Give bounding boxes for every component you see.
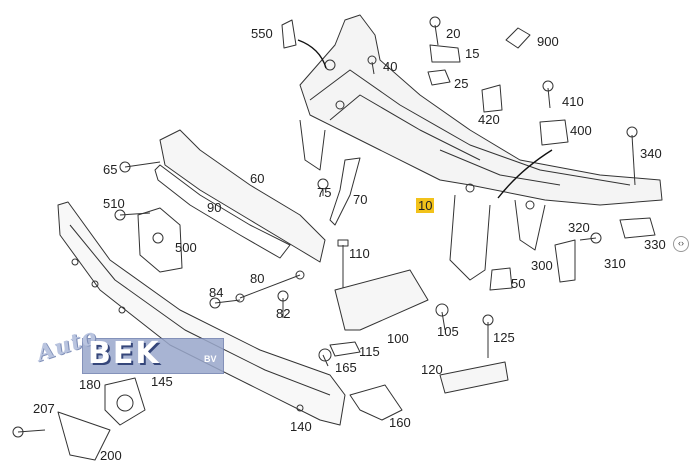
front-carrier-part: [299, 14, 663, 281]
part-label: 160: [389, 415, 411, 430]
part-label: 165: [335, 360, 357, 375]
part-label: 15: [465, 46, 480, 61]
part-label: 200: [100, 448, 122, 463]
part-label: 80: [250, 271, 265, 286]
part-label: 105: [437, 324, 459, 339]
part-label: 510: [103, 196, 125, 211]
part-label: 310: [604, 256, 626, 271]
small-parts: [57, 19, 656, 461]
part-label: 500: [175, 240, 197, 255]
part-label: 400: [570, 123, 592, 138]
part-label: 207: [33, 401, 55, 416]
part-label: 550: [251, 26, 273, 41]
part-label: 20: [446, 26, 461, 41]
energy-absorber-part: [154, 129, 326, 263]
part-label: 145: [151, 374, 173, 389]
watermark-plate: [82, 338, 224, 374]
part-label: 420: [478, 112, 500, 127]
watermark-wordmark: BEK: [88, 336, 161, 371]
part-label: 180: [79, 377, 101, 392]
part-label: 110: [349, 246, 370, 261]
part-label: 90: [207, 200, 222, 215]
part-label: 330: [644, 237, 666, 252]
watermark-suffix: BV: [204, 354, 217, 364]
highlighted-part-label: 10: [416, 198, 435, 213]
part-label: 900: [537, 34, 559, 49]
part-label: 40: [383, 59, 398, 74]
bolts: [12, 16, 638, 438]
expand-handle-icon[interactable]: ‹›: [673, 236, 689, 252]
watermark-logo: Auto BEK BV: [33, 323, 224, 386]
part-label: 340: [640, 146, 662, 161]
part-label: 70: [353, 192, 368, 207]
bracket-500-part: [137, 207, 183, 273]
part-label: 115: [359, 344, 380, 359]
part-label: 25: [454, 76, 469, 91]
leader-lines: [297, 39, 553, 199]
part-label: 120: [421, 362, 443, 377]
bumper-bar-part: [57, 201, 346, 426]
part-label: 320: [568, 220, 590, 235]
part-label: 50: [511, 276, 526, 291]
part-label: 410: [562, 94, 584, 109]
part-label: 84: [209, 285, 224, 300]
part-label: 140: [290, 419, 312, 434]
part-label: 82: [276, 306, 291, 321]
part-label: 60: [250, 171, 265, 186]
part-label: 100: [387, 331, 409, 346]
part-label: 300: [531, 258, 553, 273]
part-label: 65: [103, 162, 118, 177]
part-label: 75: [317, 185, 332, 200]
part-label: 125: [493, 330, 515, 345]
